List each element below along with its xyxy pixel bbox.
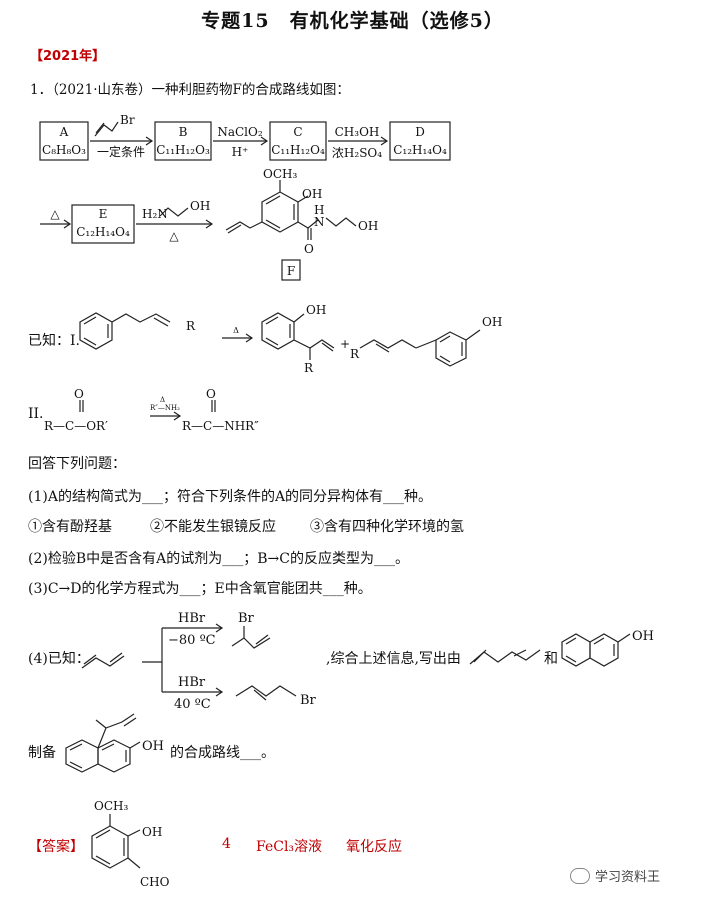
box-e [71,204,135,244]
f-oh2: OH [358,219,378,233]
known2-right: R—C—NHR″ [182,419,259,433]
ans-cho: CHO [140,875,170,889]
known-label-2: II. [28,406,44,422]
known2-o2: O [206,387,216,401]
known2-o1: O [74,387,84,401]
arrow2-bottom: H⁺ [232,145,249,159]
q4-text-mid: ,综合上述信息,写出由 [326,651,461,667]
arrow5-reagent: H₂N [142,207,168,221]
known2-reagent: R″—NH₂ [150,404,180,412]
q4-text-end: 的合成路线___。 [170,745,275,761]
f-label: F [287,264,295,278]
known-label-1: 已知：I. [28,333,80,349]
q4-br-1: Br [238,611,255,626]
page-title: 专题15 有机化学基础（选修5） [201,10,504,32]
condition-3: ③含有四种化学环境的氢 [310,519,464,535]
q1-text: (1)A的结构简式为___；符合下列条件的A的同分异构体有___种。 [28,489,433,505]
condition-2: ②不能发生银镜反应 [150,519,276,535]
box-c [269,121,327,161]
known-reactions: R Δ OH R + R OH O R—C—OR′ R″—NH₂ Δ O R—C… [44,303,502,433]
q4-br-2: Br [300,693,317,708]
f-o: O [304,242,314,256]
question-intro: 1．（2021·山东卷）一种利胆药物F的合成路线如图： [30,82,350,98]
q4-top-temp: −80 ºC [168,633,216,648]
known1-oh2: OH [482,315,502,329]
wechat-icon [570,867,590,884]
known1-oh: OH [306,303,326,317]
q3-text: (3)C→D的化学方程式为___；E中含氧官能团共___种。 [28,581,372,597]
known2-left: R—C—OR′ [44,419,108,433]
known1-plus: + [340,337,350,351]
synthesis-route: A C₈H₈O₃ B C₁₁H₁₂O₃ C C₁₁H₁₂O₄ D C₁₂H₁₄O… [39,113,451,281]
watermark: 学习资料王 [570,866,660,885]
box-c-formula: C₁₁H₁₂O₄ [271,143,325,157]
box-e-formula: C₁₂H₁₄O₄ [76,225,130,239]
box-d [389,121,451,161]
q4-naphthol-oh: OH [632,629,654,644]
answer-reaction-type: 氧化反应 [346,839,402,855]
known1-r3: R [350,347,360,361]
answer-count: 4 [222,836,231,852]
box-e-name: E [99,207,108,221]
q4-prep: 制备 [28,745,56,761]
known1-r2: R [304,361,314,375]
f-och3: OCH₃ [263,167,297,181]
box-b-formula: C₁₁H₁₂O₃ [156,143,210,157]
box-d-formula: C₁₂H₁₄O₄ [393,143,447,157]
arrow1-bottom: 一定条件 [97,144,145,159]
box-f [281,259,301,281]
arrow3-bottom: 浓H₂SO₄ [332,146,382,160]
q4-lead: (4)已知： [28,651,90,667]
arrow2-top: NaClO₂ [217,125,263,139]
known2-delta: Δ [160,396,165,404]
f-n: N [314,215,325,229]
q4-bottom-temp: 40 ºC [174,697,211,712]
arrow5-oh: OH [190,199,210,213]
q4-and: 和 [544,651,558,667]
box-d-name: D [415,125,425,139]
q4-diagram: HBr −80 ºC HBr 40 ºC Br Br OH OH [65,611,654,773]
arrow3-top: CH₃OH [335,125,380,139]
prompt: 回答下列问题： [28,456,126,472]
arrow4-top: △ [50,207,60,221]
condition-1: ①含有酚羟基 [28,519,112,535]
watermark-text: 学习资料王 [595,870,661,885]
ans-oh: OH [142,825,162,839]
box-a-name: A [59,125,69,139]
q4-top-reagent: HBr [178,611,206,626]
q4-bottom-reagent: HBr [178,675,206,690]
ans-och3: OCH₃ [94,799,128,813]
f-oh: OH [302,187,322,201]
box-b [154,121,212,161]
f-h: H [314,203,324,217]
answer-label: 【答案】 [28,839,84,855]
arrow5-bottom: △ [169,229,179,243]
known1-delta: Δ [233,326,239,335]
box-b-name: B [179,125,188,139]
box-a-formula: C₈H₈O₃ [42,143,86,157]
box-c-name: C [293,125,302,139]
q4-target-oh: OH [142,739,164,754]
known1-r1: R [186,319,196,333]
answer-reagent: FeCl₃溶液 [256,839,323,855]
q2-text: (2)检验B中是否含有A的试剂为___；B→C的反应类型为___。 [28,551,409,567]
arrow1-top: Br [120,113,135,127]
box-a [39,121,89,161]
answer-structure: OCH₃ OH CHO [91,799,170,889]
year-tag: 【2021年】 [30,49,106,64]
